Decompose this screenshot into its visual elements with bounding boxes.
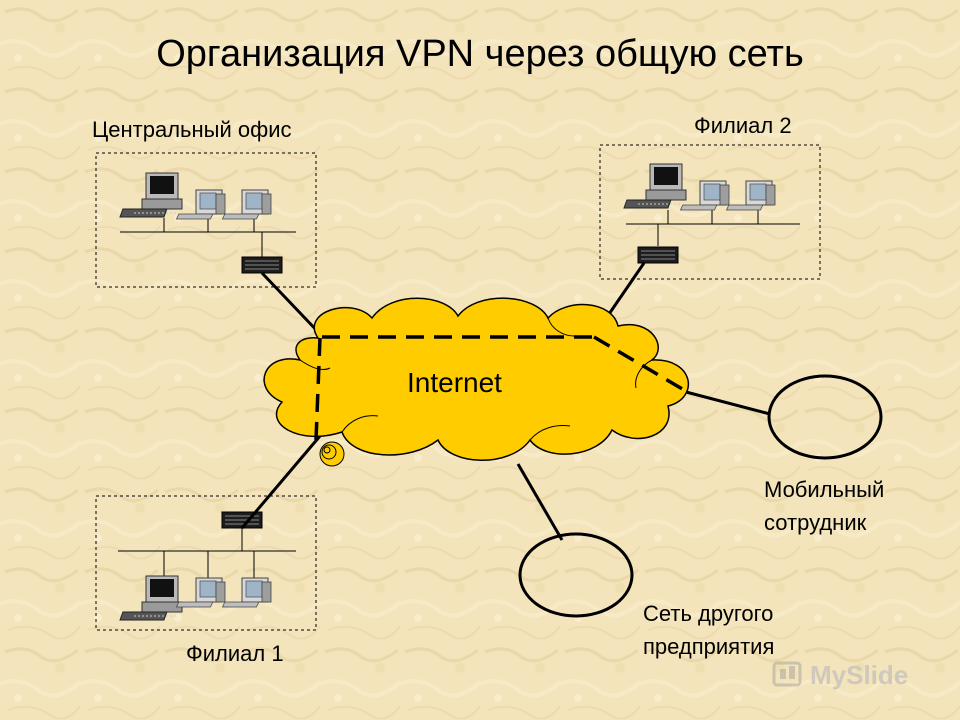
- modem-icon: [319, 441, 345, 467]
- vpn-tunnel-to-mobile: [593, 335, 685, 392]
- other-enterprise-node: [518, 532, 634, 618]
- branch-1-network: [95, 495, 317, 631]
- router-icon: [221, 511, 263, 529]
- mobile-employee-label-line1: Мобильный: [764, 477, 885, 502]
- other-enterprise-label-line2: предприятия: [643, 634, 775, 659]
- other-enterprise-link: [516, 463, 564, 541]
- central-office-link: [260, 271, 324, 338]
- watermark-text: MySlide: [810, 660, 909, 690]
- mobile-employee-link: [685, 390, 771, 416]
- branch-1-link: [240, 435, 322, 529]
- internet-label: Internet: [407, 367, 502, 398]
- branch-2-border: [599, 144, 821, 280]
- central-office-network: [95, 152, 317, 288]
- branch-1-label: Филиал 1: [186, 641, 284, 666]
- router-icon: [241, 256, 283, 274]
- central-office-border: [95, 152, 317, 288]
- router-icon: [637, 246, 679, 264]
- other-enterprise-label: Сеть другого предприятия: [643, 597, 774, 663]
- branch-2-label: Филиал 2: [694, 113, 792, 138]
- mobile-employee-node: [767, 374, 883, 460]
- mobile-employee-label: Мобильный сотрудник: [764, 473, 884, 539]
- other-enterprise-label-line1: Сеть другого: [643, 601, 774, 626]
- watermark-logo-icon: [772, 661, 802, 687]
- branch-1-border: [95, 495, 317, 631]
- mobile-employee-label-line2: сотрудник: [764, 510, 867, 535]
- branch-2-network: [599, 144, 821, 280]
- vpn-tunnel-central-branch1: [314, 337, 322, 441]
- page-title: Организация VPN через общую сеть: [156, 33, 804, 75]
- central-office-label: Центральный офис: [92, 117, 292, 142]
- vpn-tunnels: [314, 335, 685, 441]
